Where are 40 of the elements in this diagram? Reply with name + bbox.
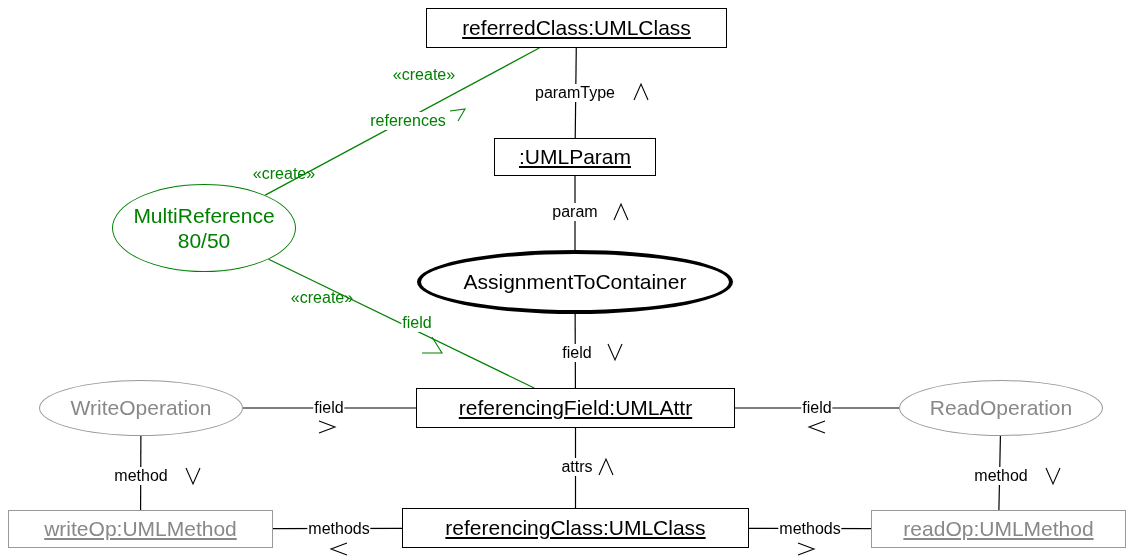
node-label: referredClass:UMLClass	[462, 15, 691, 41]
edge-label: method	[973, 467, 1029, 485]
direction-arrow	[807, 420, 826, 434]
stereotype-label: «create»	[391, 66, 457, 84]
object-box	[416, 388, 735, 428]
node-label: :UMLParam	[519, 144, 631, 170]
edge-label: field	[561, 344, 593, 362]
edge-label: field	[401, 314, 433, 332]
edge-label: method	[113, 467, 169, 485]
direction-arrow	[329, 542, 348, 556]
object-box	[426, 8, 727, 48]
object-box	[494, 138, 656, 176]
edge-label: attrs	[560, 458, 594, 476]
node-label: AssignmentToContainer	[463, 269, 687, 295]
direction-arrow	[318, 420, 337, 434]
node-label: ReadOperation	[929, 395, 1073, 421]
object-box	[871, 510, 1126, 548]
object-box	[8, 510, 273, 548]
direction-arrow	[633, 82, 649, 101]
direction-arrow	[607, 343, 623, 362]
edge-label: references	[369, 112, 447, 130]
node-label: writeOp:UMLMethod	[44, 516, 237, 542]
edge-label: param	[551, 203, 599, 221]
direction-arrow	[185, 467, 201, 486]
connector-line	[268, 258, 535, 389]
direction-arrow	[797, 542, 816, 556]
direction-arrow	[421, 336, 443, 354]
node-label: WriteOperation	[70, 395, 212, 421]
stereotype-label: «create»	[289, 289, 355, 307]
direction-arrow	[613, 202, 629, 221]
node-label: readOp:UMLMethod	[903, 516, 1094, 542]
edge-label: paramType	[534, 84, 616, 102]
object-box	[402, 508, 749, 548]
node-label: referencingClass:UMLClass	[445, 515, 706, 541]
direction-arrow	[1045, 467, 1061, 486]
direction-arrow	[449, 108, 467, 122]
connector-line	[264, 47, 540, 196]
node-label: referencingField:UMLAttr	[458, 395, 693, 421]
node-label: MultiReference 80/50	[132, 202, 276, 254]
direction-arrow	[598, 457, 614, 476]
